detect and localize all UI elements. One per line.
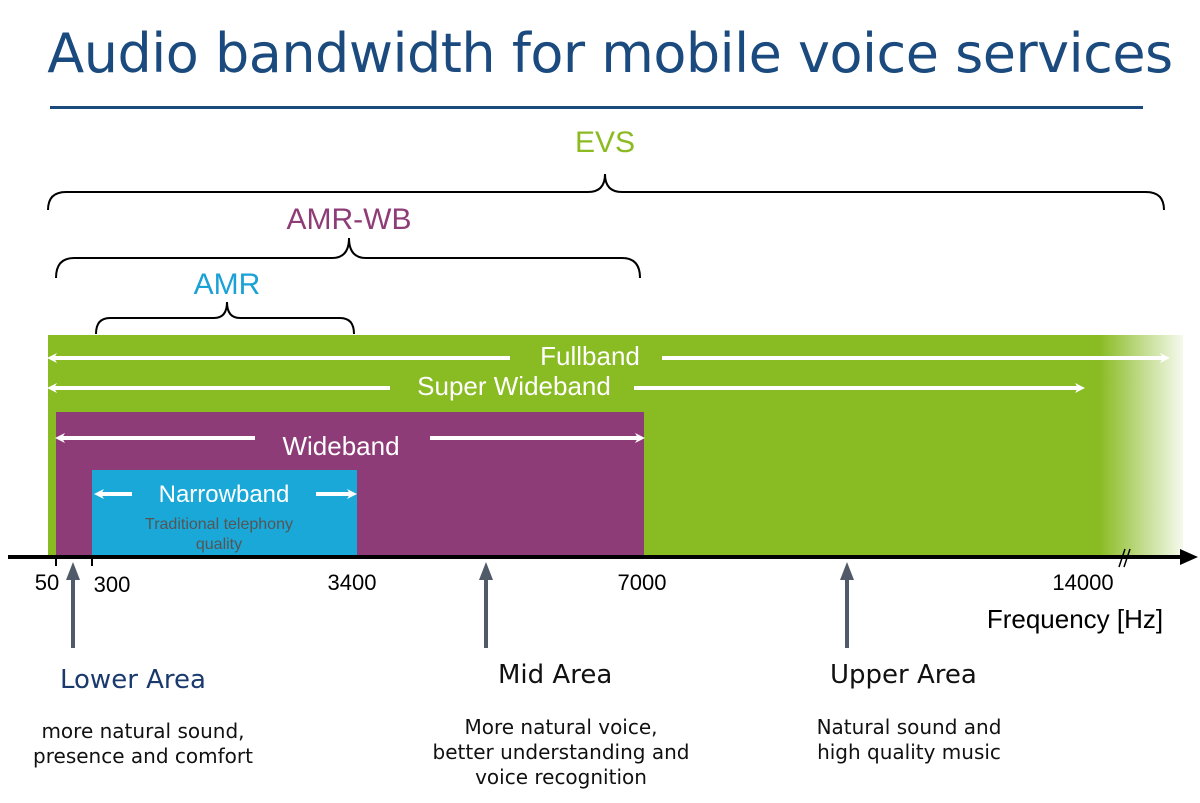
mid-area-description: More natural voice, better understanding…: [432, 715, 690, 789]
narrowband-label: Narrowband: [159, 481, 290, 508]
wideband-label: Wideband: [282, 431, 399, 461]
amr-label: AMR: [194, 268, 261, 301]
tick-label-50: 50: [35, 570, 59, 595]
super-wideband-label: Super Wideband: [417, 371, 611, 401]
tick-label-300: 300: [94, 572, 131, 597]
lower-area-description: more natural sound, presence and comfort: [33, 719, 253, 768]
narrowband-area: [92, 470, 357, 557]
axis-label: Frequency [Hz]: [987, 604, 1163, 634]
axis-break-mark-1: [1118, 548, 1126, 568]
lower-area-arrow-head: [66, 562, 80, 580]
lower-area-title: Lower Area: [60, 665, 206, 695]
narrowband-note-line2: quality: [196, 536, 242, 553]
fullband-label: Fullband: [540, 341, 640, 371]
evs-brace: [47, 173, 1165, 211]
axis-break-mark-2: [1123, 548, 1131, 568]
tick-label-7000: 7000: [618, 570, 667, 595]
upper-area-arrow-head: [840, 562, 854, 580]
axis-arrowhead: [1180, 549, 1198, 565]
title-underline: [50, 106, 1143, 109]
tick-label-3400: 3400: [328, 570, 377, 595]
tick-label-14000: 14000: [1052, 570, 1113, 595]
evs-label: EVS: [575, 126, 635, 159]
amr-wb-label: AMR-WB: [287, 203, 412, 236]
amr-wb-brace: [55, 237, 641, 279]
page-title: Audio bandwidth for mobile voice service…: [47, 22, 1173, 85]
upper-area-title: Upper Area: [830, 660, 977, 690]
mid-area-arrow-head: [479, 562, 493, 580]
fullband-fade: [1099, 335, 1183, 557]
narrowband-note-line1: Traditional telephony: [145, 516, 293, 533]
upper-area-description: Natural sound and high quality music: [816, 715, 1002, 764]
mid-area-title: Mid Area: [498, 660, 613, 690]
amr-brace: [95, 301, 355, 335]
